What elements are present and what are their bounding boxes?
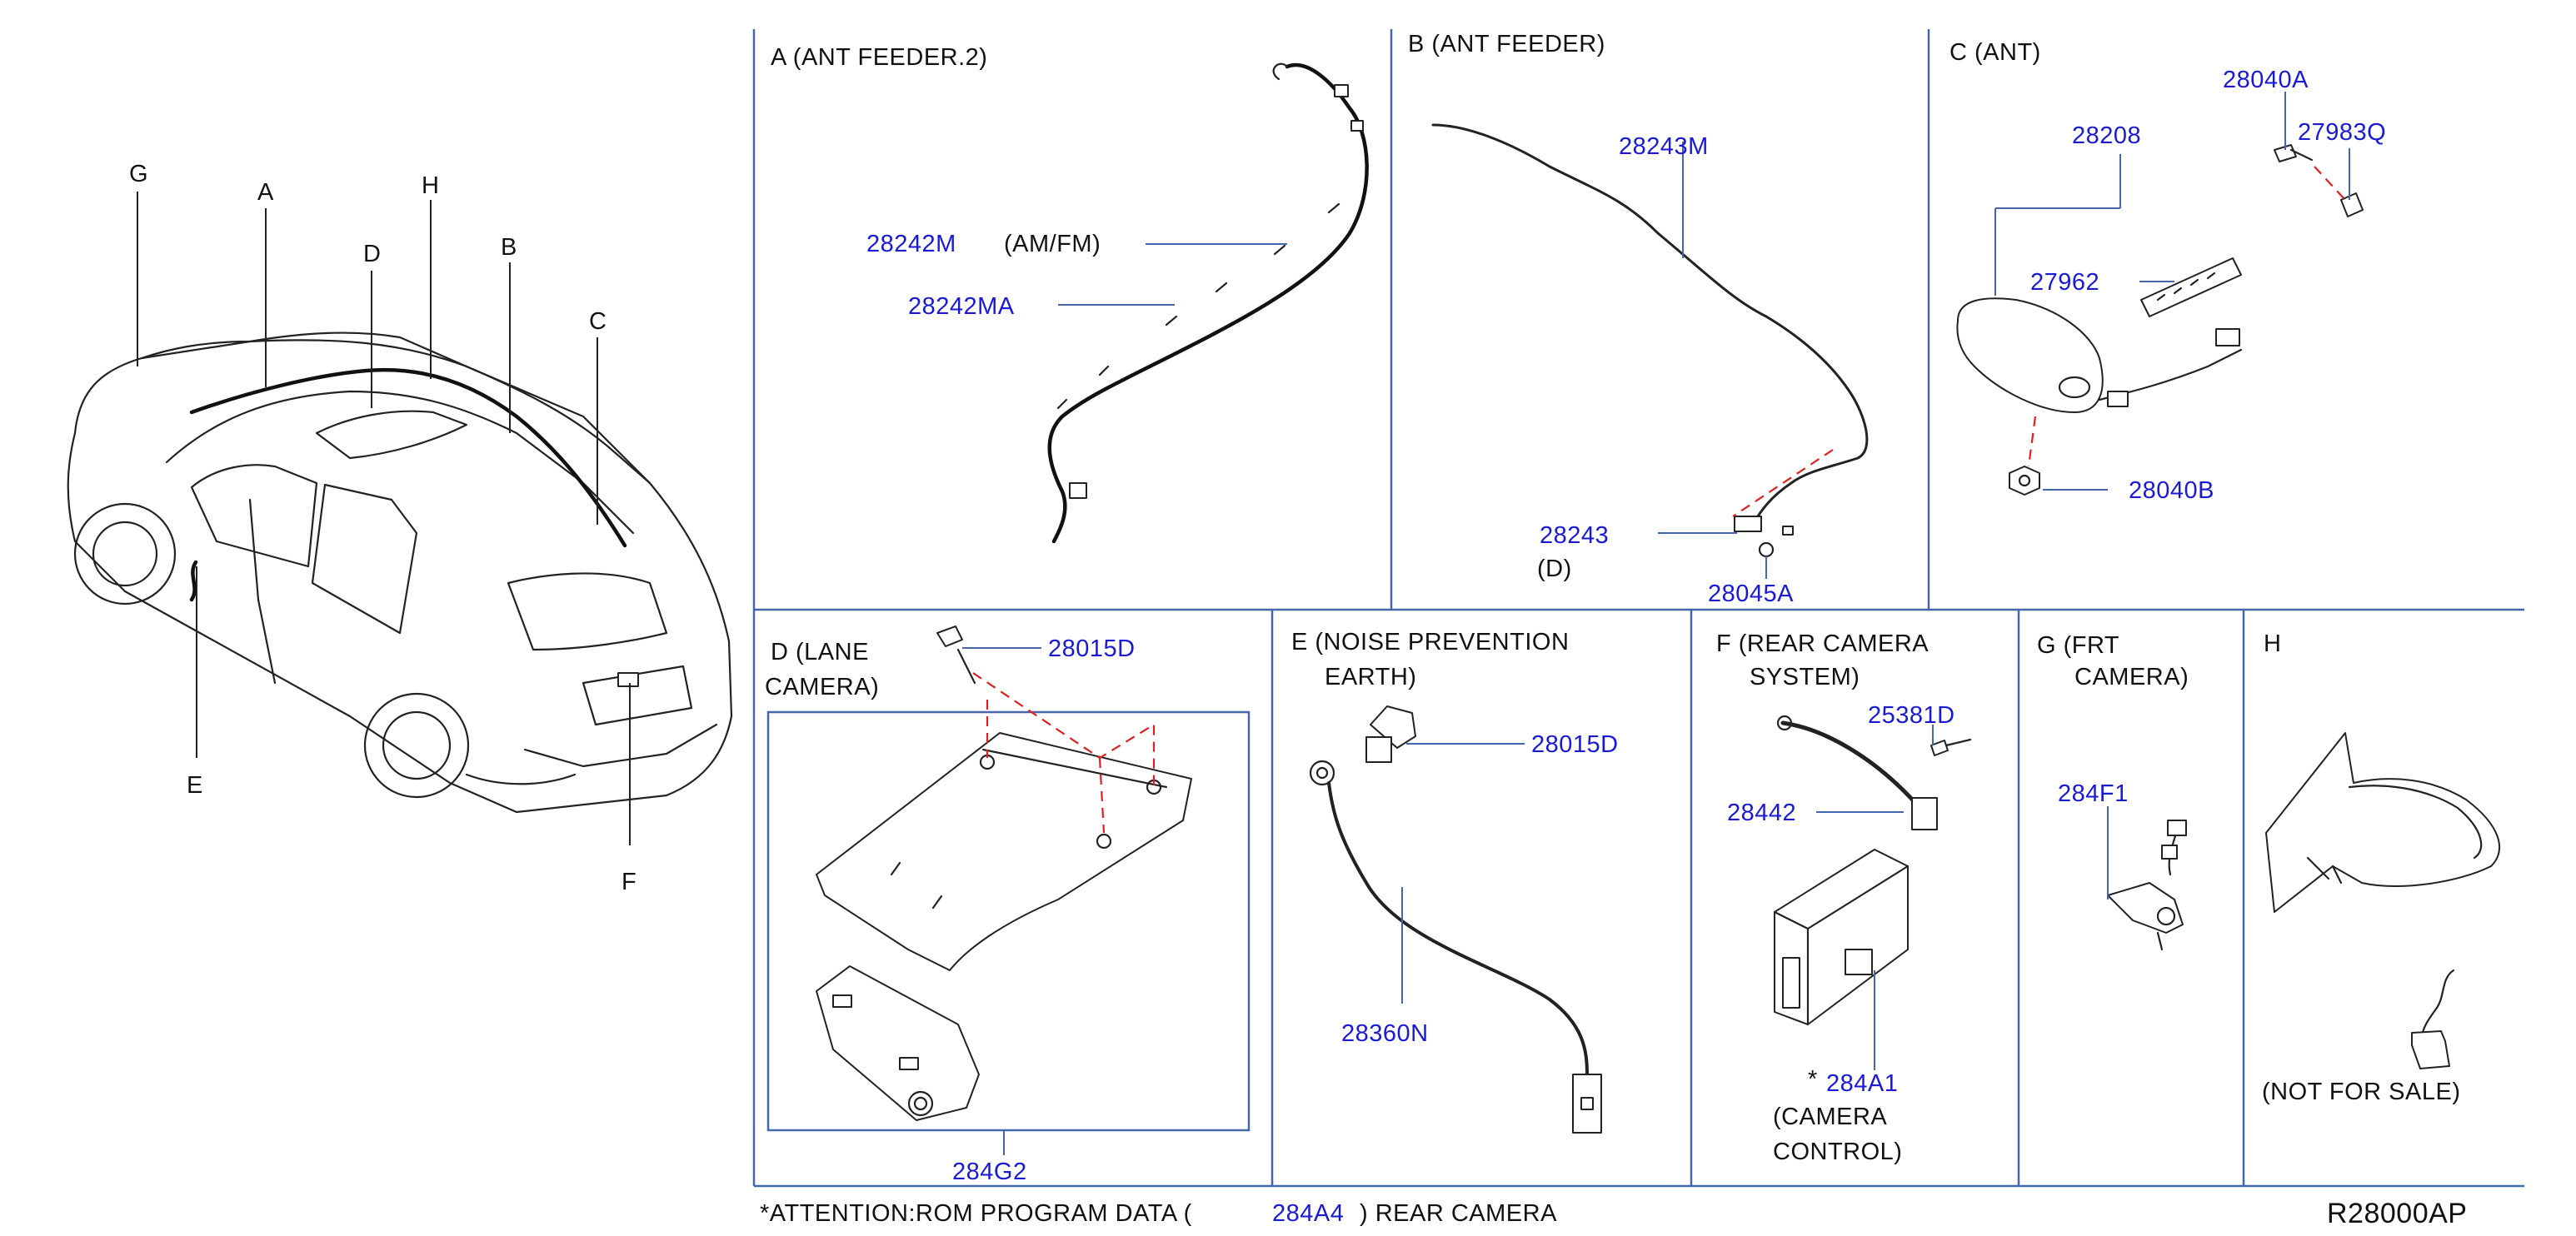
panel-a-ant-feeder-2: A (ANT FEEDER.2) 28242M (AM/FM) 28242MA	[771, 44, 1369, 544]
panel-f-title-2: SYSTEM)	[1750, 664, 1860, 690]
overview-label-b: B	[501, 234, 517, 261]
front-camera	[2107, 820, 2187, 951]
part-28015D-d[interactable]: 28015D	[1048, 635, 1136, 662]
feeder-2-harness	[1047, 62, 1369, 544]
attention-prefix: *ATTENTION:ROM PROGRAM DATA (	[760, 1200, 1192, 1227]
part-27962[interactable]: 27962	[2030, 269, 2099, 296]
overview-label-c: C	[589, 308, 607, 335]
attention-part-284A4[interactable]: 284A4	[1272, 1200, 1344, 1227]
part-28242M[interactable]: 28242M	[866, 231, 956, 257]
part-284A1-star: *	[1808, 1066, 1818, 1093]
part-28243M[interactable]: 28243M	[1619, 133, 1709, 160]
part-27983Q[interactable]: 27983Q	[2298, 119, 2386, 146]
panel-g-frt-camera: G (FRT CAMERA) 284F1	[2037, 632, 2189, 951]
vehicle-illustration	[67, 331, 733, 814]
panel-b-ant-feeder: B (ANT FEEDER) 28243M 28243 (D) 28045A	[1408, 31, 1869, 607]
part-28015D-e[interactable]: 28015D	[1531, 731, 1619, 758]
part-28040B[interactable]: 28040B	[2129, 477, 2214, 504]
panel-f-rear-camera-system: F (REAR CAMERA SYSTEM) 25381D 28442 * 28…	[1716, 630, 1972, 1165]
part-28243[interactable]: 28243	[1540, 522, 1609, 549]
earth-wire	[1309, 705, 1602, 1134]
panel-d-title-2: CAMERA)	[765, 674, 879, 700]
overview-label-e: E	[187, 772, 203, 799]
part-284F1[interactable]: 284F1	[2058, 780, 2129, 807]
panel-h: H (NOT FOR SALE)	[2262, 630, 2500, 1105]
part-28040A[interactable]: 28040A	[2223, 67, 2309, 93]
rear-camera-parts	[1773, 715, 1972, 1026]
diagram-code: R28000AP	[2327, 1198, 2467, 1229]
overview-label-h: H	[422, 172, 439, 199]
panel-h-title: H	[2264, 630, 2281, 657]
panel-a-title: A (ANT FEEDER.2)	[771, 44, 987, 71]
lane-camera-bracket	[816, 625, 1192, 1121]
part-28360N[interactable]: 28360N	[1341, 1020, 1429, 1047]
mirror-switch-illustration	[2411, 969, 2455, 1069]
attention-suffix: ) REAR CAMERA	[1360, 1200, 1557, 1227]
overview-label-d: D	[363, 241, 381, 267]
overview-label-g: G	[129, 161, 148, 187]
panel-h-note: (NOT FOR SALE)	[2262, 1079, 2461, 1105]
panel-b-title: B (ANT FEEDER)	[1408, 31, 1605, 57]
panel-c-title: C (ANT)	[1949, 39, 2041, 66]
part-28045A[interactable]: 28045A	[1708, 581, 1794, 607]
antenna-assembly	[1956, 144, 2364, 496]
panel-g-title-2: CAMERA)	[2074, 664, 2189, 690]
feeder-harness	[1431, 123, 1869, 558]
panel-c-ant: C (ANT) 28040A 27983Q 28208	[1949, 39, 2386, 504]
overview-label-f: F	[622, 869, 637, 895]
vehicle-overview: G A D H B C E F	[67, 161, 733, 895]
panel-grid	[752, 29, 2524, 1188]
panel-d-lane-camera: D (LANE CAMERA) 28015D 284G2	[765, 625, 1251, 1185]
panel-e-title-2: EARTH)	[1325, 664, 1416, 690]
panel-e-noise-prevention-earth: E (NOISE PREVENTION EARTH) 28015D 28360N	[1291, 629, 1619, 1134]
part-28442[interactable]: 28442	[1727, 800, 1796, 826]
part-284A1-note-1: (CAMERA	[1773, 1104, 1887, 1130]
part-28242M-note: (AM/FM)	[1004, 231, 1101, 257]
overview-label-a: A	[257, 179, 274, 206]
part-28208[interactable]: 28208	[2072, 122, 2141, 149]
footer: *ATTENTION:ROM PROGRAM DATA ( 284A4 ) RE…	[760, 1198, 2467, 1229]
panel-d-inner-frame	[766, 710, 1251, 1132]
part-28243-note: (D)	[1537, 556, 1572, 582]
panel-d-title-1: D (LANE	[771, 639, 869, 665]
mirror-illustration	[2265, 732, 2500, 913]
part-284G2[interactable]: 284G2	[952, 1159, 1027, 1185]
part-28242MA[interactable]: 28242MA	[908, 293, 1015, 320]
panel-g-title-1: G (FRT	[2037, 632, 2119, 659]
part-25381D[interactable]: 25381D	[1868, 702, 1955, 729]
part-284A1[interactable]: 284A1	[1826, 1070, 1898, 1097]
panel-e-title-1: E (NOISE PREVENTION	[1291, 629, 1569, 655]
part-284A1-note-2: CONTROL)	[1773, 1139, 1902, 1165]
panel-f-title-1: F (REAR CAMERA	[1716, 630, 1929, 657]
